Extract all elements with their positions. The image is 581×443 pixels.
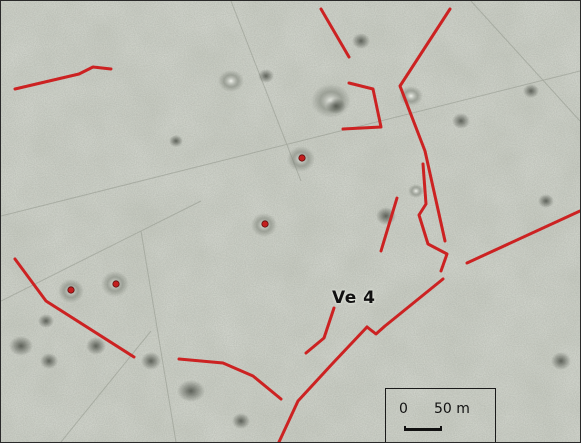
relief-features (9, 33, 571, 429)
site-label: Ve 4 (332, 288, 376, 308)
point-marker (261, 220, 269, 228)
scale-bar-graphic (404, 426, 442, 431)
feature-line (177, 357, 283, 401)
feature-line (277, 325, 369, 442)
feature-line (465, 209, 580, 265)
scale-zero-label: 0 (399, 401, 408, 417)
feature-line (13, 65, 113, 91)
feature-line (379, 196, 399, 253)
interpreted-features (13, 7, 580, 442)
feature-line (13, 257, 136, 359)
point-markers (67, 154, 306, 294)
scale-bar: 0 50 m (385, 388, 496, 442)
scale-distance-label: 50 m (434, 401, 470, 417)
feature-line (417, 162, 449, 273)
point-marker (67, 286, 75, 294)
feature-line (304, 306, 336, 355)
feature-line (319, 7, 351, 59)
feature-line (365, 277, 445, 336)
point-marker (112, 280, 120, 288)
point-marker (298, 154, 306, 162)
feature-line (398, 7, 452, 243)
feature-line (341, 81, 383, 131)
